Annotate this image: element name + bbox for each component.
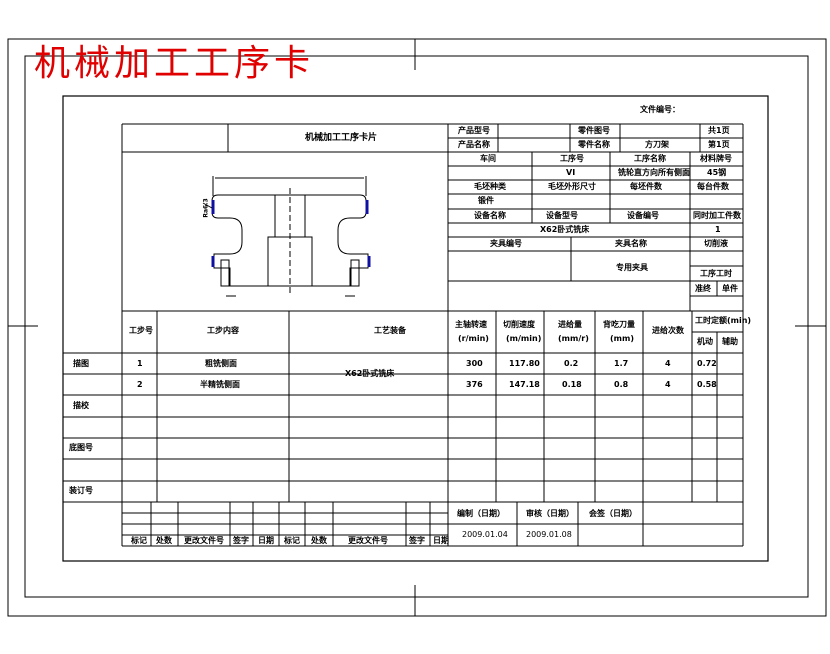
step-2-content: 半精铣侧面	[200, 380, 240, 389]
footer-count-1: 处数	[156, 536, 172, 545]
op-name-label: 工序名称	[634, 154, 666, 163]
surface-roughness-label: Ra6.3	[202, 198, 210, 218]
spindle-speed-unit: (r/min)	[458, 334, 489, 343]
step-1-speed: 300	[466, 359, 483, 368]
compiled-date: 2009.01.04	[462, 530, 508, 539]
step-2-speed: 376	[466, 380, 483, 389]
prep-time-label: 准终	[695, 284, 711, 293]
page-heading: 机械加工工序卡	[34, 43, 315, 84]
op-name-value: 铣轮直方向所有侧面	[618, 168, 690, 177]
total-pages: 共1页	[708, 126, 730, 135]
footer-sign-2: 签字	[409, 536, 425, 545]
step-2-feed: 0.18	[562, 380, 582, 389]
document-number-label: 文件编号：	[640, 105, 680, 114]
cut-speed-header: 切削速度	[503, 320, 535, 329]
concurrent-label: 同时加工件数	[693, 211, 741, 220]
check-label: 描校	[73, 401, 89, 410]
aux-time-header: 辅助	[722, 337, 738, 346]
pieces-per-unit-label: 每台件数	[697, 182, 729, 191]
footer-date-2: 日期	[433, 536, 449, 545]
equip-name-label: 设备名称	[474, 211, 506, 220]
footer-sign-1: 签字	[233, 536, 249, 545]
material-grade-label: 材料牌号	[700, 154, 732, 163]
card-title: 机械加工工序卡片	[305, 133, 378, 143]
base-no-label: 底图号	[69, 443, 93, 452]
blank-type-value: 锻件	[478, 196, 494, 205]
step-1-depth: 1.7	[614, 359, 629, 368]
blank-type-label: 毛坯种类	[474, 182, 506, 191]
footer-change-doc-2: 更改文件号	[348, 536, 388, 545]
footer-change-doc-1: 更改文件号	[184, 536, 224, 545]
step-1-cut-speed: 117.80	[509, 359, 540, 368]
step-1-no: 1	[137, 359, 143, 368]
equipment-header: 工艺装备	[374, 326, 406, 335]
fixture-name-value: 专用夹具	[616, 263, 648, 272]
machine-time-header: 机动	[697, 337, 713, 346]
part-name-value: 方刀架	[645, 140, 669, 149]
reviewed-label: 审核（日期）	[526, 509, 574, 518]
step-no-header: 工步号	[129, 326, 153, 335]
step-1-passes: 4	[665, 359, 671, 368]
material-value: 45钢	[707, 168, 727, 177]
footer-count-2: 处数	[311, 536, 327, 545]
binding-no-label: 装订号	[69, 486, 93, 495]
footer-mark-1: 标记	[131, 536, 147, 545]
step-1-machine-time: 0.72	[697, 359, 717, 368]
spindle-speed-header: 主轴转速	[455, 320, 487, 329]
passes-header: 进给次数	[652, 326, 684, 335]
feed-header: 进给量	[558, 320, 582, 329]
footer-date-1: 日期	[258, 536, 274, 545]
countersign-label: 会签（日期）	[589, 509, 637, 518]
depth-unit: (mm)	[610, 334, 634, 343]
feed-unit: (mm/r)	[558, 334, 589, 343]
step-1-feed: 0.2	[564, 359, 579, 368]
hours-header: 工时定额(min)	[695, 316, 752, 325]
coolant-label: 切削液	[704, 239, 728, 248]
step-2-machine-time: 0.58	[697, 380, 717, 389]
step-equipment: X62卧式铣床	[345, 369, 395, 378]
product-name-label: 产品名称	[458, 140, 490, 149]
blanks-per-label: 每坯件数	[630, 182, 662, 191]
part-name-label: 零件名称	[578, 140, 610, 149]
op-hours-label: 工序工时	[700, 269, 732, 278]
depth-header: 背吃刀量	[603, 320, 635, 329]
step-2-passes: 4	[665, 380, 671, 389]
blank-size-label: 毛坯外形尺寸	[548, 182, 596, 191]
page-number: 第1页	[708, 140, 730, 149]
product-model-label: 产品型号	[458, 126, 490, 135]
fixture-name-label: 夹具名称	[615, 239, 647, 248]
compiled-label: 编制（日期）	[457, 509, 505, 518]
unit-time-label: 单件	[722, 284, 738, 293]
part-drawing	[211, 176, 369, 296]
step-2-cut-speed: 147.18	[509, 380, 540, 389]
workshop-label: 车间	[480, 154, 496, 163]
op-no-value: VI	[566, 168, 576, 177]
equip-name-value: X62卧式铣床	[540, 225, 590, 234]
step-1-content: 粗铣侧面	[205, 359, 237, 368]
part-drawing-no-label: 零件图号	[578, 126, 610, 135]
step-2-no: 2	[137, 380, 143, 389]
step-2-depth: 0.8	[614, 380, 629, 389]
footer-mark-2: 标记	[284, 536, 300, 545]
step-content-header: 工步内容	[207, 326, 239, 335]
equip-no-label: 设备编号	[627, 211, 659, 220]
equip-model-label: 设备型号	[546, 211, 578, 220]
drawing-label: 描图	[73, 359, 89, 368]
cut-speed-unit: (m/min)	[506, 334, 542, 343]
fixture-no-label: 夹具编号	[490, 239, 522, 248]
concurrent-value: 1	[715, 225, 721, 234]
reviewed-date: 2009.01.08	[526, 530, 572, 539]
op-no-label: 工序号	[560, 154, 584, 163]
